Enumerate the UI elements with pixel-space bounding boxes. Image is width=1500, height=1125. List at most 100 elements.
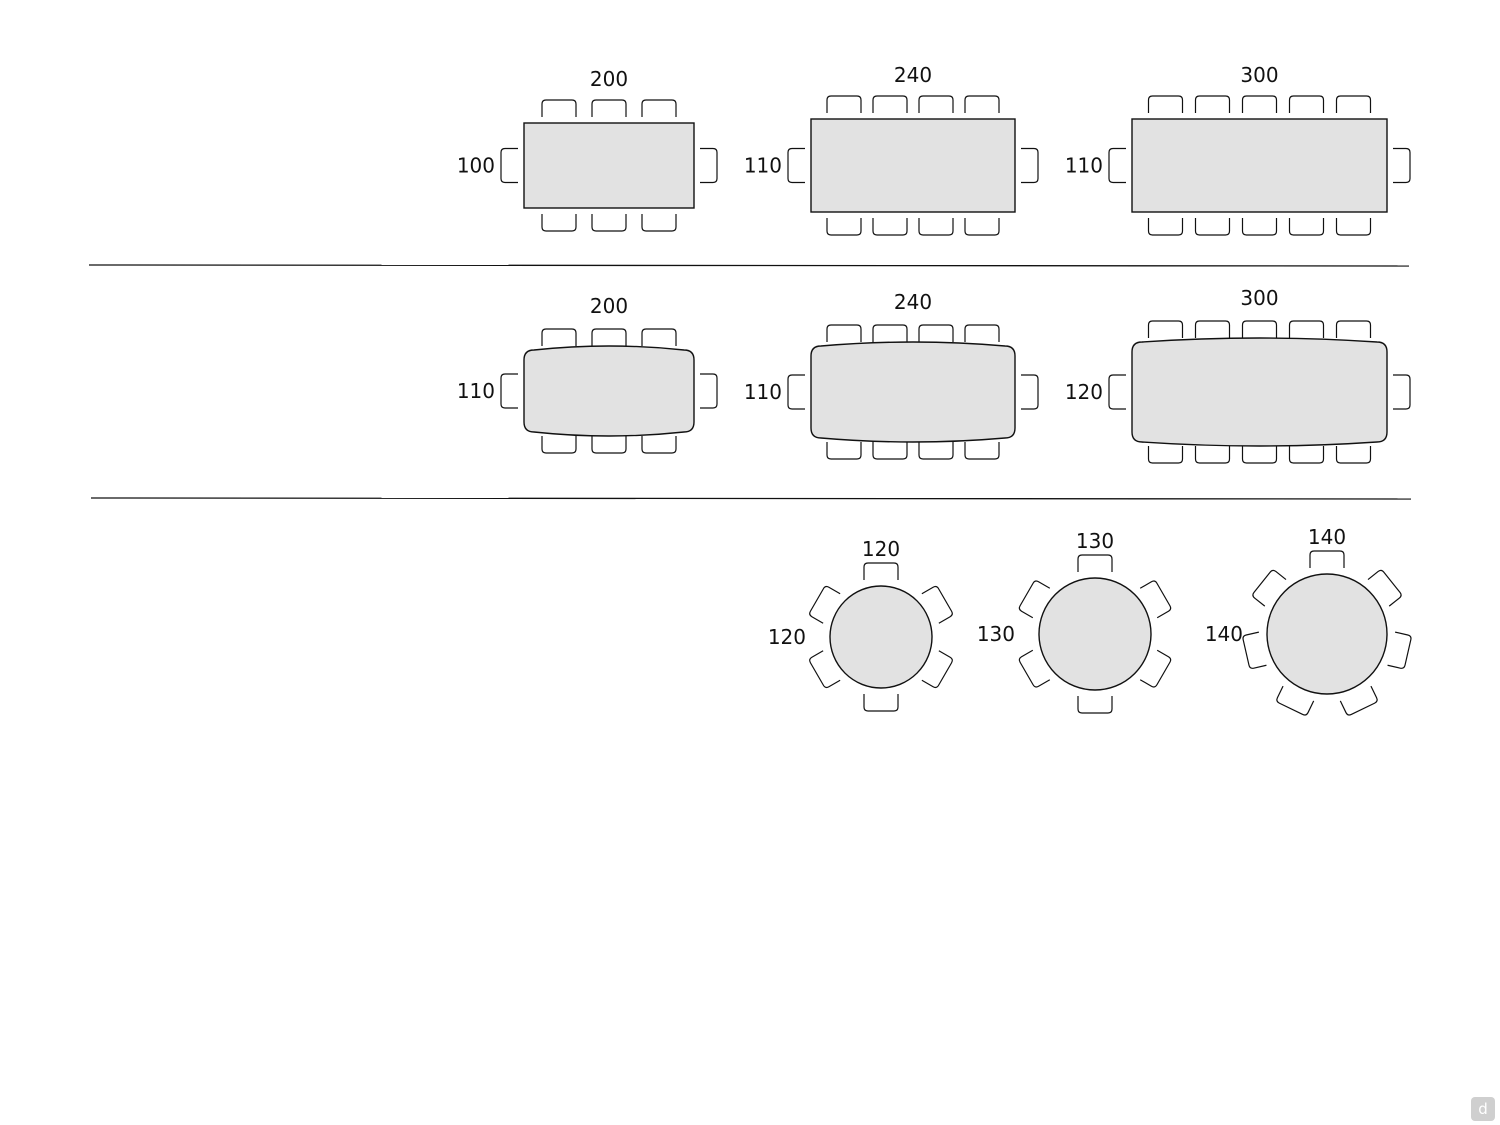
chair-icon: [863, 562, 899, 580]
diameter-label: 120: [862, 537, 900, 561]
table-top: [523, 122, 695, 209]
width-label: 110: [744, 380, 782, 404]
chair-icon: [541, 99, 577, 117]
diameter-label: 130: [1076, 529, 1114, 553]
chair-icon: [826, 324, 862, 342]
chair-icon: [1194, 446, 1231, 464]
chair-icon: [1147, 95, 1184, 113]
chair-icon: [1367, 569, 1402, 607]
chair-icon: [641, 328, 677, 346]
table-top: [810, 118, 1016, 213]
chair-icon: [921, 585, 953, 624]
chair-icon: [872, 218, 908, 236]
rect-table-200x100: 200 100: [457, 67, 718, 232]
chair-icon: [826, 95, 862, 113]
chair-icon: [964, 442, 1000, 460]
chair-icon: [872, 95, 908, 113]
chair-icon: [918, 442, 954, 460]
chair-icon: [1108, 374, 1126, 410]
diameter-label: 140: [1205, 622, 1243, 646]
chair-icon: [1276, 685, 1315, 716]
chair-icon: [872, 442, 908, 460]
chair-icon: [1108, 147, 1126, 184]
chair-icon: [1021, 374, 1039, 410]
chair-icon: [964, 324, 1000, 342]
chair-icon: [591, 99, 627, 117]
width-label: 100: [457, 154, 495, 178]
chair-icon: [872, 324, 908, 342]
chair-icon: [541, 436, 577, 454]
diameter-label: 140: [1308, 525, 1346, 549]
chair-icon: [1393, 147, 1411, 184]
chair-icon: [1194, 95, 1231, 113]
chair-icon: [921, 650, 953, 689]
chair-icon: [1309, 550, 1345, 568]
chair-icon: [500, 373, 518, 409]
watermark-logo: d: [1471, 1097, 1495, 1121]
width-label: 110: [1065, 154, 1103, 178]
chair-icon: [1018, 649, 1051, 688]
table-top: [1038, 577, 1152, 691]
chair-icon: [964, 218, 1000, 236]
divider-line: [90, 497, 1412, 500]
chair-icon: [863, 694, 899, 712]
chair-icon: [1021, 147, 1039, 184]
table-top: [829, 585, 933, 689]
chair-icon: [826, 442, 862, 460]
chair-icon: [1077, 696, 1113, 714]
table-top: [1131, 118, 1388, 213]
chair-icon: [1139, 649, 1172, 688]
chair-icon: [1335, 95, 1372, 113]
table-top: [1266, 573, 1388, 695]
length-label: 300: [1240, 286, 1278, 310]
chair-icon: [1393, 374, 1411, 410]
chair-icon: [809, 585, 841, 624]
chair-icon: [809, 650, 841, 689]
chair-icon: [1018, 580, 1051, 619]
diameter-label: 120: [768, 625, 806, 649]
chair-icon: [1241, 446, 1278, 464]
chair-icon: [964, 95, 1000, 113]
chair-icon: [1335, 446, 1372, 464]
chair-icon: [1288, 95, 1325, 113]
chair-icon: [541, 328, 577, 346]
table-top: [523, 345, 695, 437]
chair-icon: [1288, 218, 1325, 236]
chair-icon: [700, 147, 718, 184]
diameter-label: 130: [977, 622, 1015, 646]
chair-icon: [591, 328, 627, 346]
chair-icon: [1147, 320, 1184, 338]
chair-icon: [541, 214, 577, 232]
chair-icon: [787, 147, 805, 184]
chair-icon: [1139, 580, 1172, 619]
chair-icon: [1252, 569, 1287, 607]
chair-icon: [591, 436, 627, 454]
chair-icon: [918, 218, 954, 236]
chair-icon: [641, 436, 677, 454]
chair-icon: [1288, 446, 1325, 464]
chair-icon: [1335, 320, 1372, 338]
chair-icon: [787, 374, 805, 410]
chair-icon: [918, 95, 954, 113]
table-top: [810, 341, 1016, 443]
round-table-140: 140 140: [1205, 525, 1412, 716]
chair-icon: [918, 324, 954, 342]
chair-icon: [1241, 95, 1278, 113]
chair-icon: [1194, 218, 1231, 236]
divider-line: [88, 264, 1410, 267]
length-label: 200: [590, 67, 628, 91]
chair-icon: [591, 214, 627, 232]
chair-icon: [700, 373, 718, 409]
width-label: 110: [457, 379, 495, 403]
chair-icon: [1241, 218, 1278, 236]
round-table-130: 130 130: [977, 529, 1172, 714]
chair-icon: [1147, 218, 1184, 236]
round-table-120: 120 120: [768, 537, 953, 712]
width-label: 110: [744, 154, 782, 178]
